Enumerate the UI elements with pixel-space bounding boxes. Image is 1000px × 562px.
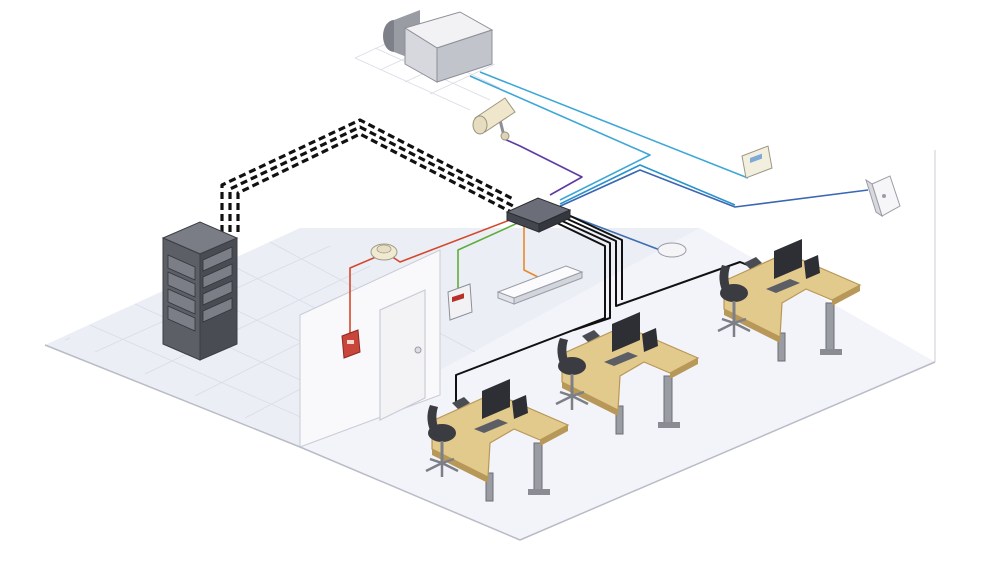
desk-leg bbox=[777, 332, 786, 362]
desk-leg bbox=[663, 375, 673, 427]
cable-panel bbox=[457, 221, 521, 290]
cable-access-point bbox=[555, 169, 869, 209]
sensor-icon[interactable] bbox=[657, 242, 687, 258]
chair-back bbox=[557, 338, 570, 368]
cable-camera bbox=[501, 137, 583, 196]
fire-alarm-icon[interactable] bbox=[341, 329, 361, 359]
cable-thermostat bbox=[559, 164, 736, 206]
rack-units bbox=[167, 246, 233, 332]
light-icon[interactable] bbox=[496, 265, 584, 305]
monitor-icon bbox=[642, 328, 658, 352]
desk-edge bbox=[540, 425, 568, 446]
monitor-icon bbox=[804, 255, 820, 279]
desk-leg bbox=[485, 472, 494, 502]
cable-hvac bbox=[479, 71, 749, 179]
phone-icon bbox=[452, 397, 470, 409]
chair-back bbox=[427, 405, 440, 435]
cable-backbone-rack bbox=[220, 118, 516, 232]
thermostat-icon[interactable] bbox=[741, 145, 773, 179]
phone-icon bbox=[582, 330, 600, 342]
keyboard-icon bbox=[604, 352, 638, 366]
workstation-icon[interactable] bbox=[717, 239, 862, 362]
keyboard-icon bbox=[766, 279, 800, 293]
monitor-icon bbox=[512, 395, 528, 419]
workstation-icon[interactable] bbox=[425, 379, 570, 502]
smoke-detector-icon[interactable] bbox=[370, 243, 398, 261]
floor-edge-right bbox=[299, 446, 521, 541]
monitor-icon bbox=[612, 312, 640, 352]
desk-edge bbox=[670, 358, 698, 379]
hvac-icon[interactable] bbox=[383, 10, 494, 83]
desk-edge bbox=[562, 382, 618, 416]
chair-base bbox=[555, 390, 589, 410]
chair-base bbox=[425, 457, 459, 477]
desk-edge bbox=[724, 309, 780, 343]
switch-icon[interactable] bbox=[505, 197, 572, 233]
desk-edge bbox=[832, 285, 860, 306]
monitor-icon bbox=[774, 239, 802, 279]
cable-fire-alarm bbox=[349, 253, 384, 335]
desk-foot bbox=[528, 489, 550, 495]
desk-leg bbox=[615, 405, 624, 435]
desk-leg bbox=[533, 442, 543, 494]
panel-icon[interactable] bbox=[447, 283, 473, 321]
workstation-icon[interactable] bbox=[555, 312, 700, 435]
door[interactable] bbox=[379, 289, 426, 421]
access-point-icon[interactable] bbox=[865, 175, 901, 218]
cable-hvac-2 bbox=[469, 75, 651, 201]
floor-edge-far bbox=[519, 361, 936, 541]
desk-foot bbox=[820, 349, 842, 355]
keyboard-icon bbox=[474, 419, 508, 433]
chair-back bbox=[719, 265, 732, 295]
desk-leg bbox=[825, 302, 835, 354]
camera-icon[interactable] bbox=[472, 97, 516, 141]
desk-edge bbox=[432, 449, 488, 483]
door-handle bbox=[414, 346, 422, 354]
cable-light bbox=[523, 224, 541, 279]
floor-edge-left bbox=[44, 344, 301, 448]
desk-foot bbox=[658, 422, 680, 428]
workstations bbox=[425, 239, 862, 502]
phone-icon bbox=[744, 257, 762, 269]
chair-base bbox=[717, 317, 751, 337]
monitor-icon bbox=[482, 379, 510, 419]
rack-icon[interactable] bbox=[161, 221, 239, 361]
